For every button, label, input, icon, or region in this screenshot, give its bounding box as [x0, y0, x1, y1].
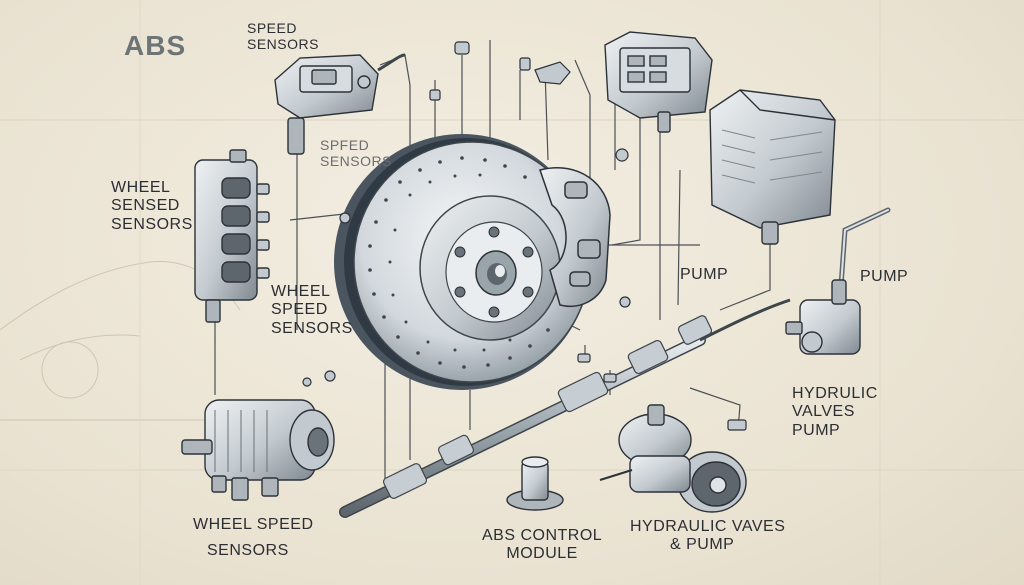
label-speed-sensors-top: SPEED SENSORS — [247, 20, 319, 52]
diagram-title: ABS — [124, 30, 187, 61]
label-line: & PUMP — [670, 536, 735, 554]
label-line: PUMP — [792, 421, 841, 439]
label-line: SPEED — [271, 301, 328, 319]
pump-right — [785, 279, 861, 355]
drive-shaft — [339, 298, 791, 518]
rotor-holes — [368, 156, 550, 369]
label-wheel-speed-sensors-center: WHEEL SPEED SENSORS — [271, 283, 353, 338]
label-wheel-speed-sensors-bottom: WHEEL SPEED SENSORS — [193, 516, 314, 561]
label-hydraulic-vaves-pump-bottom: HYDRAULIC VAVES & PUMP — [630, 518, 785, 555]
label-line: WHEEL — [111, 179, 171, 196]
small-connectors — [302, 41, 747, 431]
abs-control-module-part — [506, 456, 564, 511]
wheel-sensor-block-left — [194, 149, 270, 323]
label-hydraulic-valves-pump-right: HYDRULIC VALVES PUMP — [792, 385, 878, 440]
speed-sensor-module-top — [274, 53, 406, 155]
label-line: SENSORS — [247, 36, 319, 53]
brake-caliper — [539, 167, 611, 307]
label-line: HYDRULIC — [792, 385, 878, 402]
label-line: WHEEL — [271, 283, 331, 300]
label-wheel-sensed-sensors: WHEEL SENSED SENSORS — [111, 179, 193, 234]
abs-ecu-right — [709, 89, 836, 245]
label-line: SENSORS — [207, 542, 289, 560]
label-speed-sensors-mid: SPFED SENSORS — [320, 137, 392, 169]
label-line: SENSORS — [111, 215, 193, 233]
label-pump-right: PUMP — [860, 268, 909, 285]
label-line: SPFED — [320, 137, 370, 153]
label-line: HYDRAULIC VAVES — [630, 518, 786, 535]
label-line: SENSORS — [271, 319, 353, 337]
label-abs-control-module: ABS CONTROL MODULE — [482, 527, 602, 564]
label-line: WHEEL SPEED — [193, 516, 314, 533]
label-line: VALVES — [792, 403, 855, 421]
label-line: SPEED — [247, 20, 297, 36]
label-line: ABS CONTROL — [482, 527, 603, 544]
hydraulic-control-unit-top — [604, 31, 713, 133]
label-line: SENSORS — [320, 153, 392, 170]
hydraulic-valves-pump-bottom — [599, 404, 747, 513]
label-line: SENSED — [111, 197, 180, 215]
label-pump-center: PUMP — [680, 266, 729, 283]
wheel-speed-sensor-motor — [181, 399, 335, 501]
brake-rotor — [334, 134, 591, 390]
label-line: MODULE — [506, 545, 578, 563]
